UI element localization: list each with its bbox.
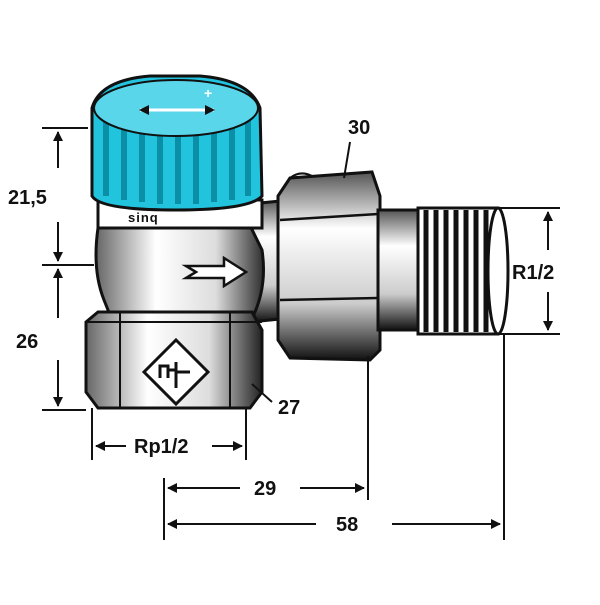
dim-label-body-height: 26: [16, 331, 38, 353]
cap-marking: sinq: [128, 210, 159, 225]
valve-body: [94, 198, 292, 324]
dim-label-nut-size: 27: [278, 397, 300, 419]
dim-label-inlet-thread: Rp1/2: [134, 436, 188, 458]
dimension-lines: [42, 127, 560, 540]
union-hex-nut: [276, 170, 382, 362]
dim-label-outlet-thread: R1/2: [512, 262, 554, 284]
dim-label-union-nut-size: 30: [348, 117, 370, 139]
threaded-tailpiece: [376, 206, 510, 336]
manufacturer-logo-icon: [141, 337, 211, 407]
dim-label-offset-length: 29: [254, 478, 276, 500]
dim-label-cap-height: 21,5: [8, 187, 47, 209]
flow-arrow-icon: [181, 255, 249, 289]
cyan-protective-cap: +: [90, 74, 264, 212]
plus-sign: +: [204, 85, 212, 101]
dim-label-overall-length: 58: [336, 514, 358, 536]
